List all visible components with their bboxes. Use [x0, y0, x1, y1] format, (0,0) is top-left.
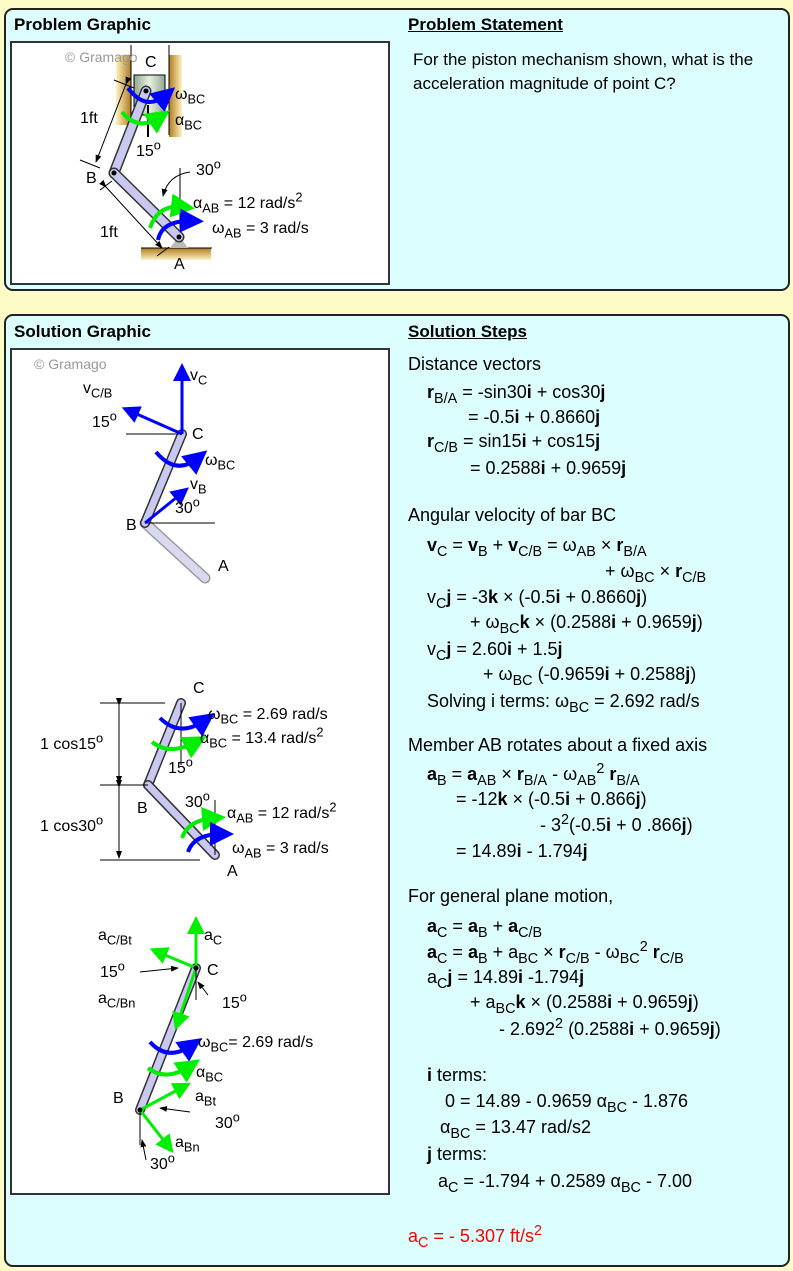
final-answer: aC = - 5.307 ft/s2 [408, 1222, 542, 1252]
label-angle-15b: 15o [222, 989, 247, 1012]
label-b: B [113, 1090, 124, 1107]
label-angle-15: 15o [136, 137, 161, 160]
label-angle-30: 30o [196, 156, 221, 179]
watermark: © Gramago [34, 356, 107, 372]
label-c: C [193, 680, 205, 697]
label-abn: aBn [175, 1134, 200, 1155]
label-angle-15: 15o [92, 408, 117, 431]
step-line: = 14.89i - 1.794j [456, 841, 588, 861]
label-omega-bc: ωBC = 2.69 rad/s [208, 706, 328, 727]
label-omega-bc: ωBC= 2.69 rad/s [198, 1034, 314, 1055]
step-line: aC = -1.794 + 0.2589 αBC - 7.00 [438, 1171, 692, 1197]
step-line: + ωBC (-0.9659i + 0.2588j) [483, 664, 697, 690]
solution-graphic-title: Solution Graphic [14, 322, 151, 341]
step-line: + ωBCk × (0.2588i + 0.9659j) [470, 612, 703, 638]
label-length-bc: 1ft [80, 110, 98, 127]
label-abt: aBt [195, 1088, 216, 1109]
step-line: i terms: [427, 1065, 488, 1085]
velocity-diagram [121, 363, 215, 584]
label-alpha-ab: αAB = 12 rad/s2 [193, 189, 303, 216]
label-c: C [207, 962, 219, 979]
problem-mechanism [79, 45, 212, 260]
step-line: j terms: [427, 1144, 488, 1164]
label-ac: aC [204, 927, 223, 948]
solution-steps-title: Solution Steps [408, 322, 527, 341]
label-omega-ab: ωAB = 3 rad/s [212, 220, 309, 241]
label-cos15: 1 cos15o [40, 730, 104, 753]
label-angle-30: 30o [185, 788, 210, 811]
step-heading: Member AB rotates about a fixed axis [408, 735, 708, 755]
angular-diagram [100, 698, 234, 861]
label-alpha-bc: αBC [175, 112, 203, 133]
label-cos30: 1 cos30o [40, 812, 104, 835]
label-alpha-bc: αBC = 13.4 rad/s2 [200, 724, 324, 751]
label-acbn: aC/Bn [98, 990, 136, 1011]
label-omega-ab: ωAB = 3 rad/s [232, 840, 329, 861]
step-line: vCj = 2.60i + 1.5j [427, 639, 563, 665]
label-a: A [174, 256, 185, 273]
label-omega-bc: ωBC [205, 452, 236, 473]
step-line: αBC = 13.47 rad/s2 [440, 1117, 591, 1143]
label-vcb: vC/B [83, 380, 113, 401]
problem-statement-text: For the piston mechanism shown, what is … [413, 50, 754, 93]
label-acbt: aC/Bt [98, 927, 132, 948]
label-alpha-bc: αBC [196, 1064, 224, 1085]
label-length-ab: 1ft [100, 224, 118, 241]
acceleration-diagram [135, 916, 209, 1161]
step-heading: For general plane motion, [408, 886, 614, 906]
label-vb: vB [190, 476, 207, 497]
step-line: rB/A = -sin30i + cos30j [427, 382, 606, 408]
step-line: Solving i terms: ωBC = 2.692 rad/s [427, 691, 700, 717]
label-b: B [126, 517, 137, 534]
label-vc: vC [190, 367, 208, 388]
label-b: B [86, 170, 97, 187]
label-c: C [145, 54, 157, 71]
step-line: vC = vB + vC/B = ωAB × rB/A [427, 535, 647, 561]
label-c: C [192, 426, 204, 443]
step-heading: Distance vectors [408, 354, 542, 374]
step-line: - 32(-0.5i + 0 .866j) [540, 811, 693, 835]
problem-statement-title: Problem Statement [408, 15, 563, 34]
label-angle-30: 30o [175, 494, 200, 517]
label-alpha-ab: αAB = 12 rad/s2 [227, 799, 337, 826]
step-line: aC = aB + aC/B [427, 916, 543, 942]
step-line: - 2.6922 (0.2588i + 0.9659j) [499, 1015, 721, 1039]
step-line: + ωBC × rC/B [605, 561, 707, 587]
label-b: B [137, 800, 148, 817]
step-line: + aBCk × (0.2588i + 0.9659j) [470, 992, 699, 1018]
step-line: aB = aAB × rB/A - ωAB2 rB/A [427, 760, 640, 790]
step-line: vCj = -3k × (-0.5i + 0.8660j) [427, 587, 648, 613]
step-line: = -0.5i + 0.8660j [468, 407, 601, 427]
label-omega-bc: ωBC [175, 86, 206, 107]
step-heading: Angular velocity of bar BC [408, 505, 617, 525]
label-a: A [218, 558, 229, 575]
step-line: = -12k × (-0.5i + 0.866j) [456, 789, 647, 809]
step-line: aCj = 14.89i -1.794j [427, 967, 585, 993]
watermark: © Gramago [65, 49, 138, 65]
label-a: A [227, 863, 238, 880]
label-angle-15: 15o [168, 754, 193, 777]
problem-graphic-box [10, 41, 390, 285]
step-line: rC/B = sin15i + cos15j [427, 431, 601, 457]
label-angle-30a: 30o [215, 1109, 240, 1132]
step-line: = 0.2588i + 0.9659j [470, 458, 627, 478]
step-line: 0 = 14.89 - 0.9659 αBC - 1.876 [445, 1091, 689, 1117]
label-angle-30b: 30o [150, 1150, 175, 1173]
step-line: aC = aB + aBC × rC/B - ωBC2 rC/B [427, 938, 684, 968]
label-angle-15a: 15o [100, 958, 125, 981]
problem-graphic-title: Problem Graphic [14, 15, 151, 34]
